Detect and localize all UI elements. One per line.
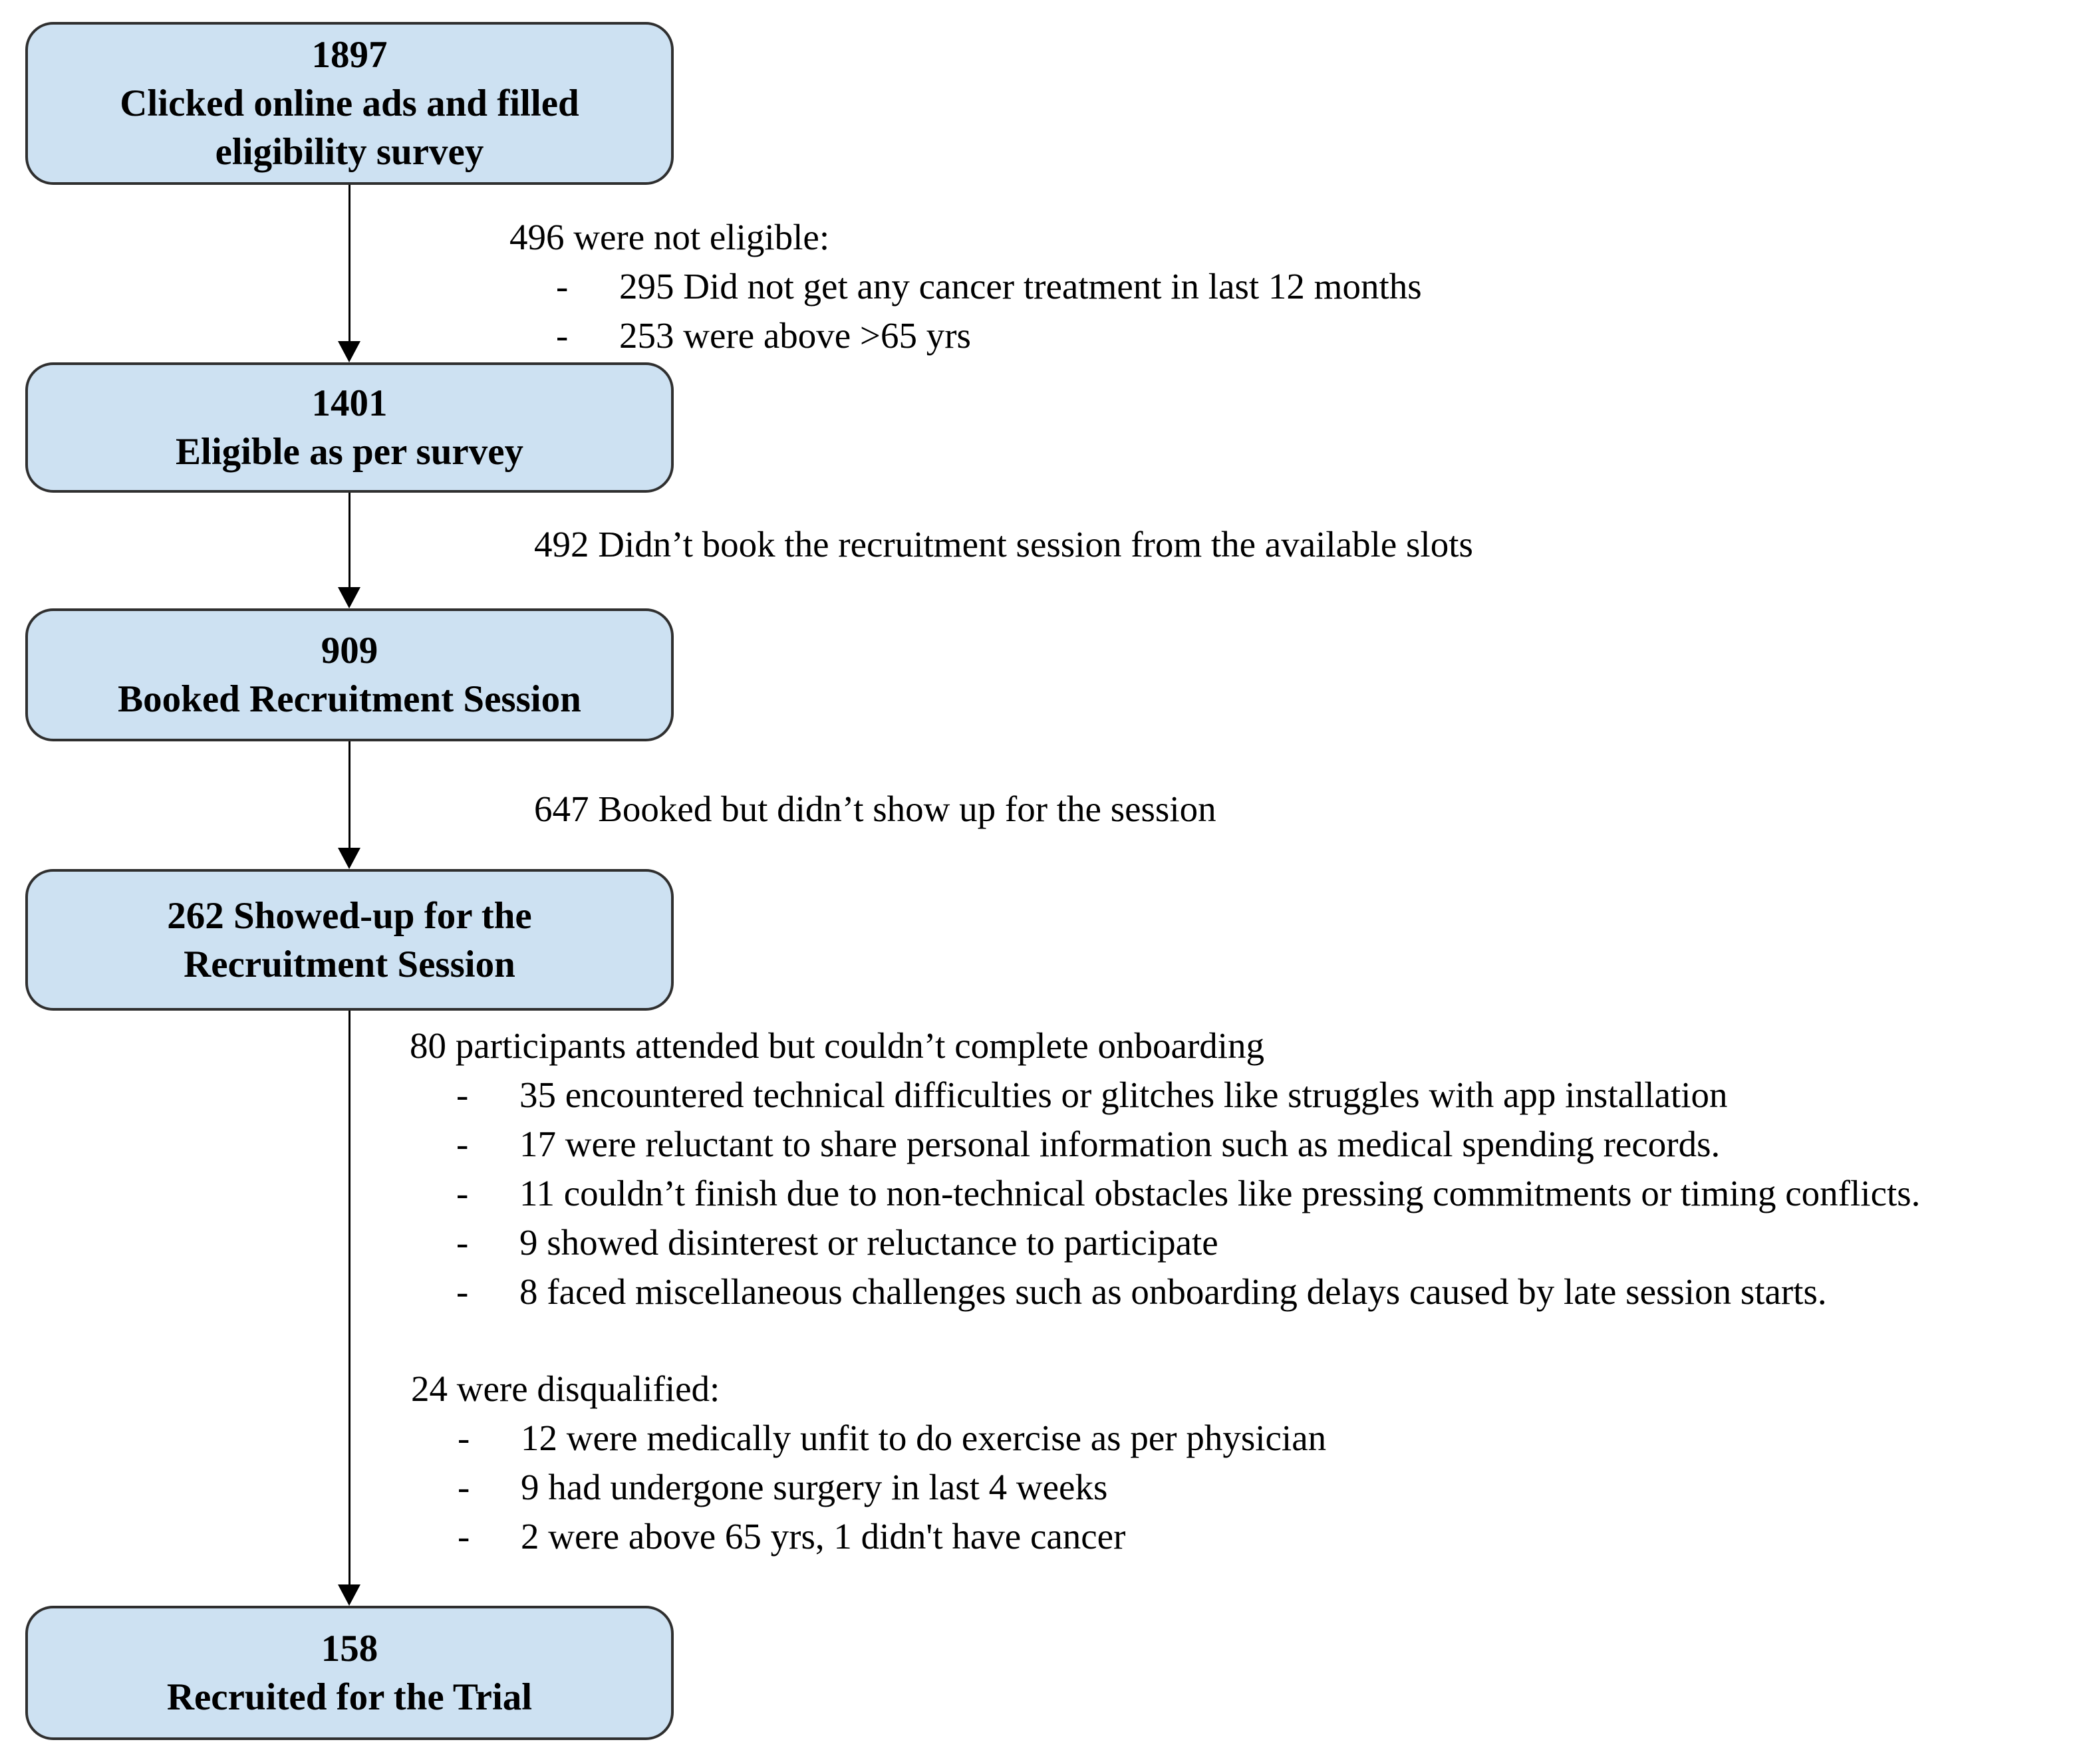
box-count: 909 [321, 630, 378, 672]
bullet-dash-icon: - [458, 1418, 470, 1458]
box-count: 1897 [311, 34, 388, 76]
box-count: 1401 [311, 382, 388, 424]
box-label-line: Eligible as per survey [175, 431, 524, 473]
bullet-text: 11 couldn’t finish due to non-technical … [519, 1173, 1921, 1213]
box-label-line: Recruitment Session [184, 943, 515, 985]
bullet-text: 253 were above >65 yrs [619, 315, 971, 356]
bullet-dash-icon: - [458, 1467, 470, 1507]
bullet-text: 17 were reluctant to share personal info… [519, 1124, 1721, 1164]
annotation-bullet: - 2 were above 65 yrs, 1 didn't have can… [411, 1512, 1326, 1561]
box-count: 158 [321, 1628, 378, 1670]
arrow-line [349, 493, 350, 589]
box-recruited-for-trial: 158 Recruited for the Trial [25, 1606, 674, 1740]
arrow-line [349, 1011, 350, 1586]
box-booked-recruitment-session: 909 Booked Recruitment Session [25, 608, 674, 741]
arrowhead-down-icon [338, 587, 360, 608]
annotation-didnt-book: 492 Didn’t book the recruitment session … [534, 520, 1473, 569]
bullet-text: 2 were above 65 yrs, 1 didn't have cance… [521, 1516, 1126, 1557]
annotation-not-eligible: 496 were not eligible: - 295 Did not get… [509, 213, 1422, 360]
annotation-bullet: - 295 Did not get any cancer treatment i… [509, 262, 1422, 311]
annotation-bullet: - 8 faced miscellaneous challenges such … [410, 1267, 1920, 1317]
annotation-bullet: - 9 had undergone surgery in last 4 week… [411, 1463, 1326, 1512]
annotation-bullet: - 11 couldn’t finish due to non-technica… [410, 1169, 1920, 1218]
bullet-text: 9 had undergone surgery in last 4 weeks [521, 1467, 1108, 1507]
bullet-text: 9 showed disinterest or reluctance to pa… [519, 1222, 1218, 1263]
annotation-header: 24 were disqualified: [411, 1368, 720, 1409]
box-label-line: Recruited for the Trial [166, 1676, 533, 1718]
arrowhead-down-icon [338, 848, 360, 869]
arrow-line [349, 741, 350, 850]
bullet-text: 12 were medically unfit to do exercise a… [521, 1418, 1327, 1458]
arrow-line [349, 185, 350, 343]
bullet-text: 35 encountered technical difficulties or… [519, 1074, 1728, 1115]
annotation-bullet: - 17 were reluctant to share personal in… [410, 1120, 1920, 1169]
bullet-dash-icon: - [456, 1074, 469, 1115]
annotation-header: 647 Booked but didn’t show up for the se… [534, 789, 1216, 829]
annotation-no-show: 647 Booked but didn’t show up for the se… [534, 785, 1216, 834]
annotation-bullet: - 35 encountered technical difficulties … [410, 1071, 1920, 1120]
box-label-line: Booked Recruitment Session [118, 678, 581, 720]
annotation-header: 492 Didn’t book the recruitment session … [534, 524, 1473, 565]
bullet-dash-icon: - [456, 1173, 469, 1213]
annotation-bullet: - 12 were medically unfit to do exercise… [411, 1414, 1326, 1463]
annotation-header: 496 were not eligible: [509, 217, 830, 257]
annotation-bullet: - 253 were above >65 yrs [509, 311, 1422, 360]
arrowhead-down-icon [338, 341, 360, 362]
bullet-dash-icon: - [456, 1222, 469, 1263]
box-label-line: Clicked online ads and filled [120, 82, 579, 124]
bullet-dash-icon: - [556, 315, 569, 356]
box-eligible-as-per-survey: 1401 Eligible as per survey [25, 362, 674, 493]
annotation-incomplete-onboarding: 80 participants attended but couldn’t co… [410, 1021, 1920, 1317]
bullet-dash-icon: - [458, 1516, 470, 1557]
annotation-disqualified: 24 were disqualified: - 12 were medicall… [411, 1364, 1326, 1561]
arrowhead-down-icon [338, 1584, 360, 1606]
box-showed-up-for-session: 262 Showed-up for the Recruitment Sessio… [25, 869, 674, 1011]
box-clicked-online-ads: 1897 Clicked online ads and filled eligi… [25, 22, 674, 185]
annotation-bullet: - 9 showed disinterest or reluctance to … [410, 1218, 1920, 1267]
bullet-dash-icon: - [456, 1124, 469, 1164]
box-label-line: eligibility survey [215, 131, 484, 173]
bullet-dash-icon: - [556, 266, 569, 307]
bullet-text: 8 faced miscellaneous challenges such as… [519, 1271, 1827, 1312]
box-label-line: 262 Showed-up for the [167, 894, 532, 937]
bullet-text: 295 Did not get any cancer treatment in … [619, 266, 1422, 307]
bullet-dash-icon: - [456, 1271, 469, 1312]
annotation-header: 80 participants attended but couldn’t co… [410, 1025, 1265, 1066]
